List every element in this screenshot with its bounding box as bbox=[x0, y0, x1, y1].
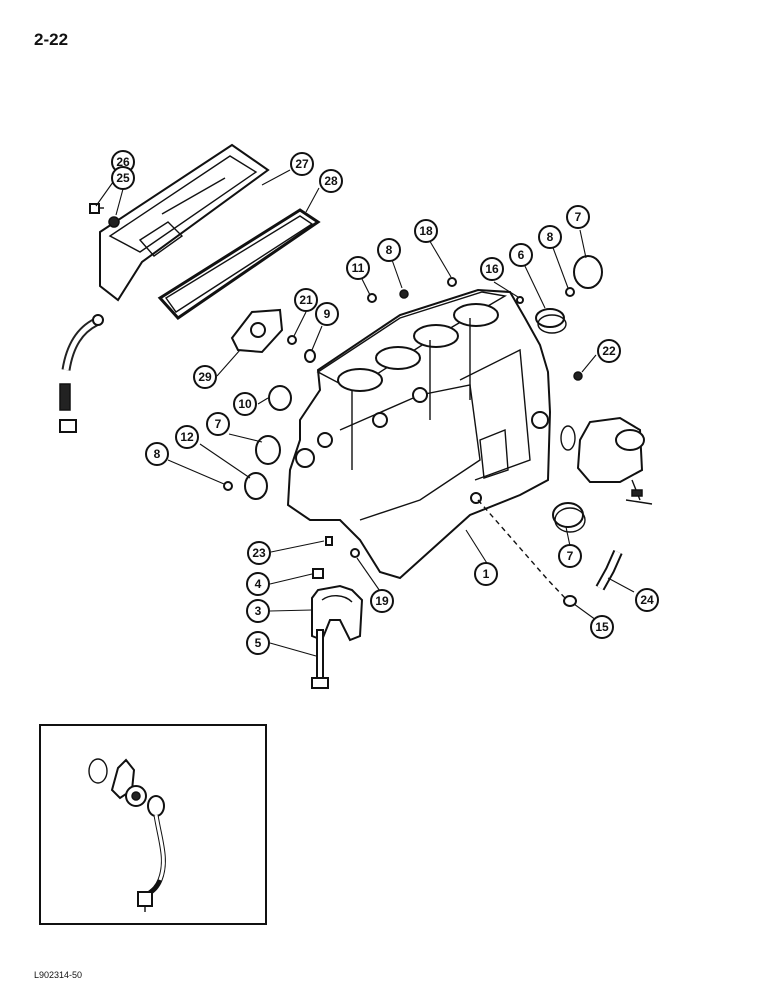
callout-24-label: 24 bbox=[640, 593, 654, 607]
camshaft-bushing bbox=[535, 308, 567, 334]
callout-18-label: 18 bbox=[419, 224, 433, 238]
callout-7-left-label: 7 bbox=[215, 417, 222, 431]
rear-seal bbox=[552, 502, 586, 533]
engine-block bbox=[286, 288, 552, 580]
plug-21 bbox=[287, 335, 297, 345]
callout-15: 15 bbox=[590, 615, 614, 639]
callout-3-label: 3 bbox=[255, 604, 262, 618]
callout-25-label: 25 bbox=[116, 171, 130, 185]
cover-plate bbox=[230, 308, 284, 354]
expansion-plug-7-left bbox=[255, 435, 281, 465]
callout-9-label: 9 bbox=[324, 307, 331, 321]
callout-28: 28 bbox=[319, 169, 343, 193]
callout-5-label: 5 bbox=[255, 636, 262, 650]
callout-5: 5 bbox=[246, 631, 270, 655]
callout-18: 18 bbox=[414, 219, 438, 243]
plug-9 bbox=[304, 349, 316, 363]
plug-18 bbox=[447, 277, 457, 287]
callout-29-label: 29 bbox=[198, 370, 212, 384]
callout-27: 27 bbox=[290, 152, 314, 176]
callout-10: 10 bbox=[233, 392, 257, 416]
callout-16: 16 bbox=[480, 257, 504, 281]
callouts: 26 25 27 28 18 8 11 16 6 8 7 21 9 29 22 … bbox=[111, 150, 659, 655]
callout-7-top: 7 bbox=[566, 205, 590, 229]
plug-8-top bbox=[399, 289, 409, 299]
breather-hose bbox=[59, 314, 104, 433]
callout-10-label: 10 bbox=[238, 397, 252, 411]
plug-10 bbox=[268, 385, 292, 411]
inset-block-heater bbox=[110, 758, 147, 807]
callout-15-label: 15 bbox=[595, 620, 609, 634]
cover-bolt bbox=[89, 203, 104, 214]
inset-box bbox=[39, 724, 267, 925]
plug-8-right bbox=[565, 287, 575, 297]
dowel-23 bbox=[325, 536, 333, 546]
callout-28-label: 28 bbox=[324, 174, 338, 188]
callout-27-label: 27 bbox=[295, 157, 309, 171]
callout-8-left: 8 bbox=[145, 442, 169, 466]
callout-3: 3 bbox=[246, 599, 270, 623]
callout-6-label: 6 bbox=[518, 248, 525, 262]
callout-6: 6 bbox=[509, 243, 533, 267]
bearing-cap-bolt bbox=[311, 629, 329, 689]
callout-8-right: 8 bbox=[538, 225, 562, 249]
callout-22: 22 bbox=[597, 339, 621, 363]
callout-8-left-label: 8 bbox=[154, 447, 161, 461]
o-ring-15 bbox=[563, 595, 577, 607]
inset-heater-cord bbox=[137, 795, 166, 912]
figure-code: L902314-50 bbox=[34, 970, 83, 980]
expansion-plug-12 bbox=[244, 472, 268, 500]
plug-19 bbox=[350, 548, 360, 558]
callout-19: 19 bbox=[370, 589, 394, 613]
callout-4-label: 4 bbox=[255, 577, 262, 591]
callout-19-label: 19 bbox=[375, 594, 389, 608]
callout-8-top: 8 bbox=[377, 238, 401, 262]
callout-16-label: 16 bbox=[485, 262, 499, 276]
valve-cover-gasket bbox=[157, 208, 321, 320]
callout-7-top-label: 7 bbox=[575, 210, 582, 224]
expansion-plug-top bbox=[573, 255, 603, 289]
valve-cover bbox=[99, 143, 270, 302]
callout-29: 29 bbox=[193, 365, 217, 389]
plug-22 bbox=[573, 371, 583, 381]
plug-11 bbox=[367, 293, 377, 303]
callout-26-label: 26 bbox=[116, 155, 130, 169]
plug-16 bbox=[516, 296, 524, 304]
callout-25: 25 bbox=[111, 166, 135, 190]
thermostat-housing bbox=[576, 416, 653, 505]
callout-8-right-label: 8 bbox=[547, 230, 554, 244]
callout-12: 12 bbox=[175, 425, 199, 449]
callout-7-lower-label: 7 bbox=[567, 549, 574, 563]
nut-4 bbox=[312, 568, 324, 579]
page-number: 2-22 bbox=[34, 30, 69, 49]
callout-11: 11 bbox=[346, 256, 370, 280]
thermostat-o-ring bbox=[560, 425, 576, 451]
plug-8-left bbox=[223, 481, 233, 491]
callout-7-lower: 7 bbox=[558, 544, 582, 568]
callout-4: 4 bbox=[246, 572, 270, 596]
callout-8-top-label: 8 bbox=[386, 243, 393, 257]
callout-21-label: 21 bbox=[299, 293, 313, 307]
callout-24: 24 bbox=[635, 588, 659, 612]
callout-23: 23 bbox=[247, 541, 271, 565]
callout-22-label: 22 bbox=[602, 344, 616, 358]
inset-o-ring bbox=[88, 758, 108, 784]
callout-9: 9 bbox=[315, 302, 339, 326]
callout-21: 21 bbox=[294, 288, 318, 312]
callout-23-label: 23 bbox=[252, 546, 266, 560]
callout-1-label: 1 bbox=[483, 567, 490, 581]
callout-12-label: 12 bbox=[180, 430, 194, 444]
cover-seal-washer bbox=[108, 216, 120, 228]
callout-1: 1 bbox=[474, 562, 498, 586]
callout-7-left: 7 bbox=[206, 412, 230, 436]
callout-11-label: 11 bbox=[352, 261, 365, 275]
